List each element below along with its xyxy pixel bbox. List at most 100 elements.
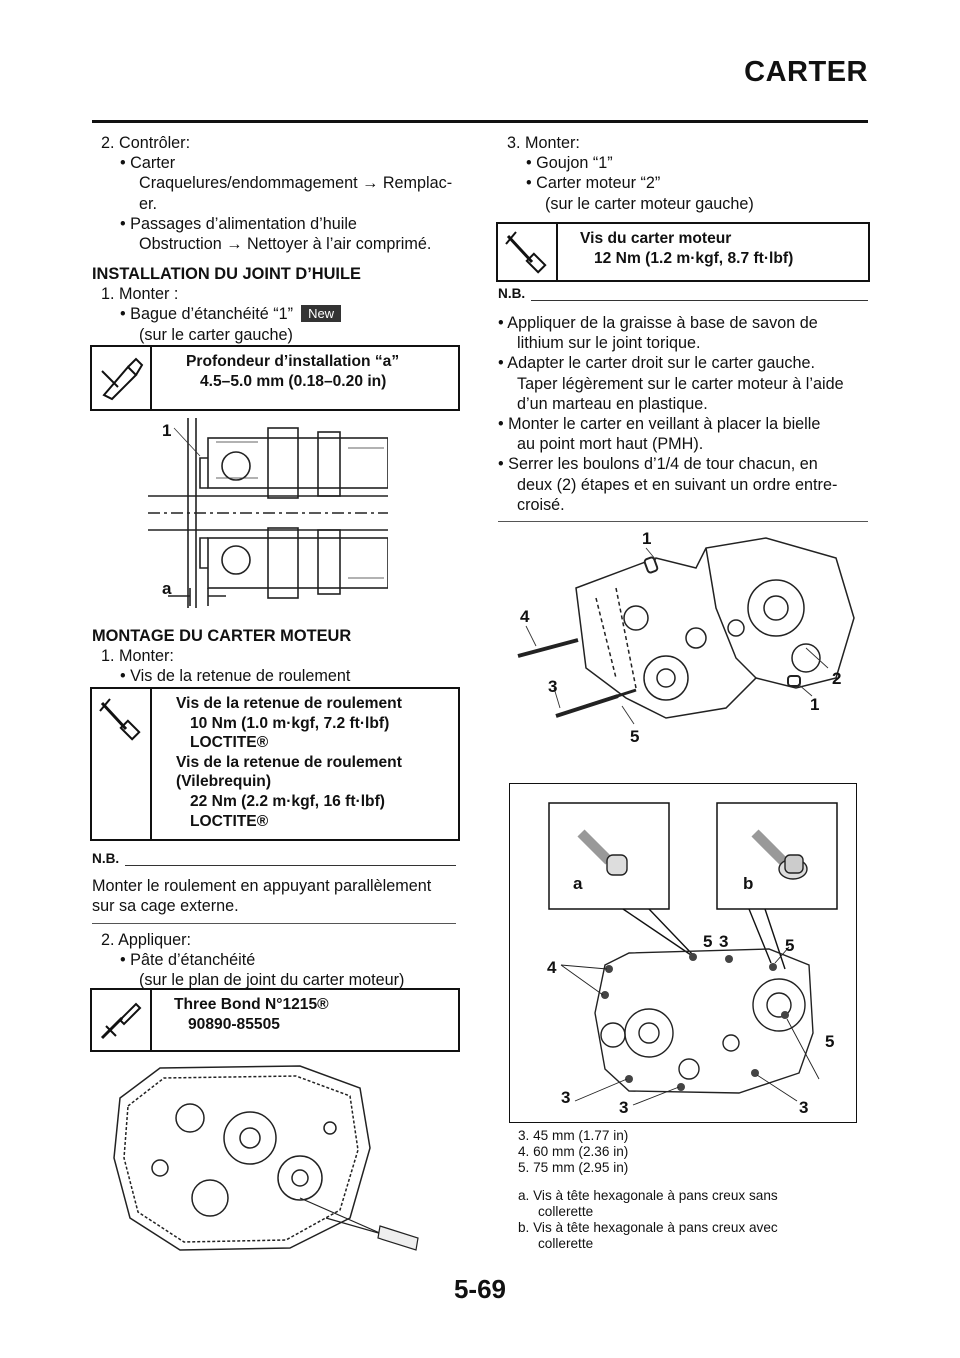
depth-spec-box: Profondeur d’installation “a” 4.5–5.0 mm… bbox=[90, 345, 460, 411]
caption-line: b. Vis à tête hexagonale à pans creux av… bbox=[518, 1220, 778, 1235]
caption-line: 3. 45 mm (1.77 in) bbox=[518, 1128, 629, 1143]
caption-line: collerette bbox=[538, 1236, 594, 1251]
apply-section: 2. Appliquer: • Pâte d’étanchéité (sur l… bbox=[92, 930, 462, 991]
assembly-label-1b: 1 bbox=[810, 695, 819, 714]
check-item: • Passages d’alimentation d’huile bbox=[120, 214, 357, 233]
torque-spec-line: 22 Nm (2.2 m·kgf, 16 ft·lbf) bbox=[190, 792, 385, 810]
sealant-spec-title: Three Bond N°1215® bbox=[174, 996, 329, 1013]
nb-text-line: Monter le roulement en appuyant parallèl… bbox=[92, 877, 432, 895]
bolt-label-3: 3 bbox=[561, 1088, 570, 1107]
seal-item: • Bague d’étanchéité “1”New bbox=[92, 304, 462, 324]
bolt-label-5: 5 bbox=[703, 932, 712, 951]
header-rule bbox=[92, 120, 868, 123]
bolt-location-frame bbox=[509, 783, 857, 1123]
bolt-location-figure: a b 5 3 5 4 5 3 3 3 bbox=[547, 802, 838, 1117]
nb-end-rule-left bbox=[92, 923, 456, 924]
caption-line: 5. 75 mm (2.95 in) bbox=[518, 1160, 629, 1175]
nb-label: N.B. bbox=[92, 851, 120, 866]
caliper-icon bbox=[92, 347, 152, 409]
caption-line: collerette bbox=[538, 1204, 594, 1219]
nb-label: N.B. bbox=[498, 286, 526, 301]
assembly-label-2: 2 bbox=[832, 669, 841, 688]
torque-spec-line: Vis de la retenue de roulement bbox=[176, 695, 402, 712]
nb-line: • Serrer les boulons d’1/4 de tour chacu… bbox=[498, 455, 818, 474]
crankcase-torque-title: Vis du carter moteur bbox=[580, 230, 732, 247]
right-step: 3. Monter: bbox=[507, 134, 580, 152]
mount-heading: MONTAGE DU CARTER MOTEUR bbox=[92, 627, 352, 645]
bolt-label-5: 5 bbox=[785, 936, 794, 955]
apply-note: (sur le plan de joint du carter moteur) bbox=[139, 971, 405, 990]
seal-step: 1. Monter : bbox=[101, 285, 179, 304]
bolt-label-3: 3 bbox=[619, 1098, 628, 1117]
seal-label-1: 1 bbox=[162, 421, 171, 440]
mount-section: MONTAGE DU CARTER MOTEUR 1. Monter: • Vi… bbox=[92, 626, 462, 687]
right-item: • Goujon “1” bbox=[526, 154, 613, 173]
nb-header-right: N.B. bbox=[498, 286, 868, 301]
nb-line: • Monter le carter en veillant à placer … bbox=[498, 415, 821, 434]
mount-step: 1. Monter: bbox=[101, 647, 174, 666]
check-step: 2. Contrôler: bbox=[101, 134, 191, 152]
bolt-label-b: b bbox=[743, 874, 753, 893]
torque-wrench-icon bbox=[92, 689, 152, 839]
nb-text-right: • Appliquer de la graisse à base de savo… bbox=[498, 313, 874, 515]
check-section: 2. Contrôler: • Carter Craquelures/endom… bbox=[92, 133, 462, 254]
caption-line: 4. 60 mm (2.36 in) bbox=[518, 1144, 629, 1159]
oil-seal-figure: 1 a bbox=[148, 418, 388, 608]
torque-spec-line: 10 Nm (1.0 m·kgf, 7.2 ft·lbf) bbox=[190, 714, 390, 732]
right-install-section: 3. Monter: • Goujon “1” • Carter moteur … bbox=[498, 133, 874, 214]
crankcase-assembly-figure: 1 4 3 5 2 1 bbox=[517, 529, 855, 746]
nb-line: • Adapter le carter droit sur le carter … bbox=[498, 354, 815, 373]
nb-header-left: N.B. bbox=[92, 851, 456, 866]
crankcase-torque-value: 12 Nm (1.2 m·kgf, 8.7 ft·lbf) bbox=[594, 249, 794, 267]
mount-item: • Vis de la retenue de roulement bbox=[120, 667, 351, 686]
torque-spec-line: LOCTITE® bbox=[190, 812, 269, 830]
check-item: er. bbox=[139, 194, 157, 213]
bolt-type-captions: a. Vis à tête hexagonale à pans creux sa… bbox=[518, 1188, 858, 1252]
crankcase-sealant-figure bbox=[113, 1065, 419, 1251]
seal-section: INSTALLATION DU JOINT D’HUILE 1. Monter … bbox=[92, 264, 462, 345]
assembly-label-5: 5 bbox=[630, 727, 639, 746]
nb-line: Taper légèrement sur le carter moteur à … bbox=[517, 374, 844, 393]
bolt-label-3: 3 bbox=[799, 1098, 808, 1117]
torque-spec-line: (Vilebrequin) bbox=[176, 773, 272, 791]
seal-label-a: a bbox=[162, 579, 172, 598]
sealant-spec-value: 90890-85505 bbox=[188, 1015, 280, 1033]
nb-line: lithium sur le joint torique. bbox=[517, 334, 701, 353]
apply-step: 2. Appliquer: bbox=[101, 931, 191, 949]
depth-spec-title: Profondeur d’installation “a” bbox=[186, 353, 400, 370]
bolt-label-a: a bbox=[573, 874, 583, 893]
nb-line: • Appliquer de la graisse à base de savo… bbox=[498, 314, 818, 332]
caption-line: a. Vis à tête hexagonale à pans creux sa… bbox=[518, 1188, 778, 1203]
apply-item: • Pâte d’étanchéité bbox=[120, 951, 256, 970]
assembly-label-4: 4 bbox=[520, 607, 530, 626]
nb-line: au point mort haut (PMH). bbox=[517, 435, 704, 454]
nb-line: croisé. bbox=[517, 495, 565, 514]
crankcase-torque-box: Vis du carter moteur 12 Nm (1.2 m·kgf, 8… bbox=[496, 222, 870, 282]
check-item: Obstruction → Nettoyer à l’air comprimé. bbox=[139, 235, 432, 254]
nb-end-rule-right bbox=[498, 521, 868, 522]
nb-text-line: sur sa cage externe. bbox=[92, 897, 239, 916]
right-item: (sur le carter moteur gauche) bbox=[545, 194, 754, 213]
torque-spec-line: Vis de la retenue de roulement bbox=[176, 753, 402, 771]
sealant-icon bbox=[92, 990, 152, 1050]
torque-wrench-icon bbox=[498, 224, 558, 280]
assembly-label-1: 1 bbox=[642, 529, 651, 548]
torque-spec-line: LOCTITE® bbox=[190, 734, 269, 752]
page-title: CARTER bbox=[744, 56, 868, 88]
bolt-label-3: 3 bbox=[719, 932, 728, 951]
bolt-label-4: 4 bbox=[547, 958, 557, 977]
check-item: • Carter bbox=[120, 154, 176, 173]
page-number: 5-69 bbox=[453, 1274, 507, 1304]
nb-text-left: Monter le roulement en appuyant parallèl… bbox=[92, 876, 462, 916]
new-badge: New bbox=[301, 305, 342, 323]
depth-spec-value: 4.5–5.0 mm (0.18–0.20 in) bbox=[200, 372, 387, 390]
nb-line: d’un marteau en plastique. bbox=[517, 394, 708, 413]
check-item: Craquelures/endommagement → Remplac- bbox=[139, 174, 453, 193]
nb-line: deux (2) étapes et en suivant un ordre e… bbox=[517, 475, 838, 494]
right-item: • Carter moteur “2” bbox=[526, 174, 661, 193]
seal-heading: INSTALLATION DU JOINT D’HUILE bbox=[92, 265, 361, 283]
assembly-label-3: 3 bbox=[548, 677, 557, 696]
bolt-label-5: 5 bbox=[825, 1032, 834, 1051]
length-captions: 3. 45 mm (1.77 in) 4. 60 mm (2.36 in) 5.… bbox=[518, 1128, 858, 1176]
seal-note: (sur le carter gauche) bbox=[139, 325, 293, 344]
